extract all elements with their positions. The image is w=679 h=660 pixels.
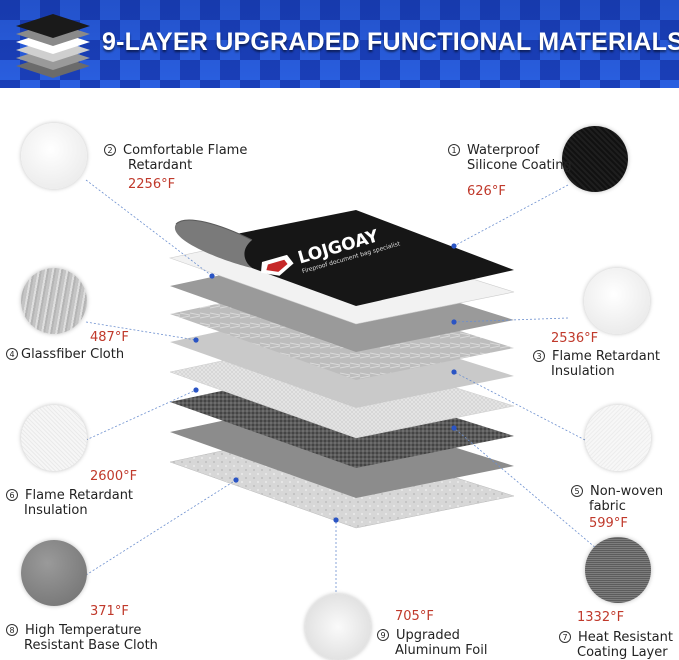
layer-4-number: 4 (6, 348, 18, 360)
layer-3-label: 3 Flame Retardant Insulation (533, 349, 660, 379)
leader-dots (193, 243, 457, 523)
layer-7-temp: 1332°F (577, 610, 625, 625)
banner: 9-LAYER UPGRADED FUNCTIONAL MATERIALS (0, 0, 679, 88)
layer-8-number: 8 (6, 624, 18, 636)
layer-6-number: 6 (6, 489, 18, 501)
layer-5-number: 5 (571, 485, 583, 497)
leader-lines (85, 179, 611, 600)
layer-2-temp: 2256°F (128, 177, 176, 192)
layer-2-number: 2 (104, 144, 116, 156)
layer-5-line1: Non-woven (590, 484, 664, 499)
swatch-heat-resistant-coating (585, 537, 651, 603)
layer-9-line1: Upgraded (396, 628, 460, 643)
layer-1-label: 1 Waterproof Silicone Coating (448, 143, 572, 173)
layer-5-line2: fabric (589, 499, 626, 514)
layer-2-line1: Comfortable Flame (123, 143, 248, 158)
layer-2-line2: Retardant (128, 158, 193, 173)
layer-8-temp: 371°F (90, 604, 129, 619)
layer-sheets: LOJGOAY Fireproof document bag specialis… (168, 210, 515, 529)
layer-9-line2: Aluminum Foil (395, 643, 488, 658)
layer-4-line1: Glassfiber Cloth (21, 347, 125, 362)
swatch-comfortable-flame-retardant (21, 123, 87, 189)
layer-7-number: 7 (559, 631, 571, 643)
layer-8-label: 8 High Temperature Resistant Base Cloth (6, 623, 158, 653)
layer-6-line2: Insulation (24, 503, 88, 518)
layer-9-number: 9 (377, 629, 389, 641)
layer-8-line2: Resistant Base Cloth (24, 638, 158, 653)
layer-5-temp: 599°F (589, 516, 628, 531)
swatch-flame-retardant-insulation-3 (584, 268, 650, 334)
layer-1-line1: Waterproof (467, 143, 540, 158)
layer-5-label: 5 Non-woven fabric (571, 484, 663, 514)
layer-2-label: 2 Comfortable Flame Retardant (104, 143, 247, 173)
layer-1-temp: 626°F (467, 184, 506, 199)
layer-9-label: 9 Upgraded Aluminum Foil (377, 628, 488, 658)
layer-3-temp: 2536°F (551, 331, 599, 346)
layer-1-number: 1 (448, 144, 460, 156)
layer-6-temp: 2600°F (90, 469, 138, 484)
layers-icon (16, 14, 90, 78)
layer-3-number: 3 (533, 350, 545, 362)
layer-7-line1: Heat Resistant (578, 630, 673, 645)
banner-title: 9-LAYER UPGRADED FUNCTIONAL MATERIALS (102, 28, 679, 56)
swatch-waterproof-silicone-coating (562, 126, 628, 192)
layer-sheet-1 (216, 210, 514, 306)
layer-7-line2: Coating Layer (577, 645, 668, 660)
banner-checker-background (0, 0, 679, 88)
curled-corner (174, 219, 252, 268)
swatch-non-woven-fabric (585, 405, 651, 471)
layer-3-line2: Insulation (551, 364, 615, 379)
layer-8-line1: High Temperature (25, 623, 142, 638)
layer-7-label: 7 Heat Resistant Coating Layer (559, 630, 673, 660)
layer-6-line1: Flame Retardant (25, 488, 134, 503)
layer-1-line2: Silicone Coating (467, 158, 572, 173)
layer-4-temp: 487°F (90, 330, 129, 345)
swatch-high-temperature-base-cloth (21, 540, 87, 606)
layer-9-temp: 705°F (395, 609, 434, 624)
swatch-upgraded-aluminum-foil (305, 594, 371, 660)
layer-3-line1: Flame Retardant (552, 349, 661, 364)
swatch-flame-retardant-insulation-6 (21, 405, 87, 471)
swatch-glassfiber-cloth (21, 268, 87, 334)
layer-6-label: 6 Flame Retardant Insulation (6, 488, 133, 518)
